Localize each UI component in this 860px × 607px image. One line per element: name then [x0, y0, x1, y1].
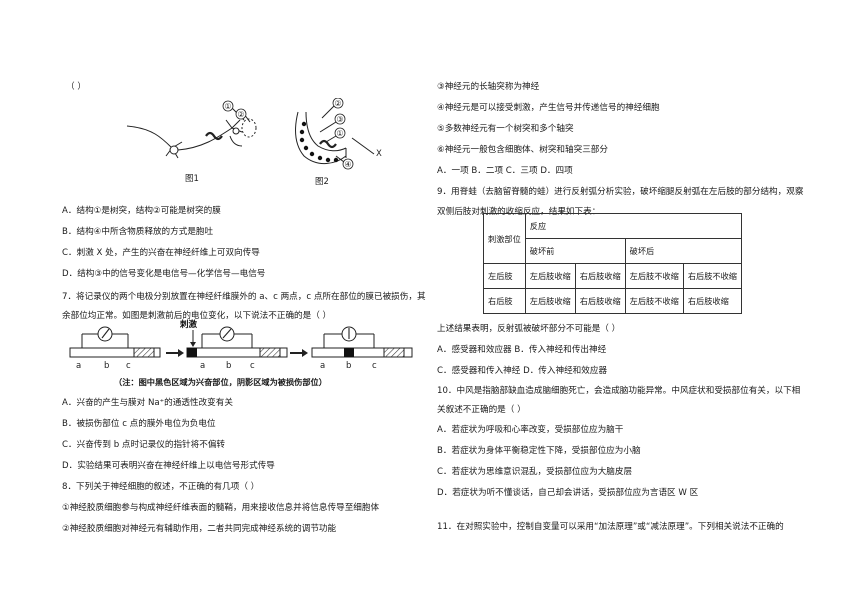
svg-text:c: c [126, 361, 131, 371]
q6-option-d: D．结构③中的信号变化是电信号—化学信号—电信号 [62, 269, 266, 279]
q8-item-4: ④神经元是可以接受刺激，产生信号并传递信号的神经细胞 [437, 103, 660, 113]
q8-item-5: ⑤多数神经元有一个树突和多个轴突 [437, 124, 574, 134]
svg-text:a: a [320, 361, 325, 371]
header-before: 破坏前 [524, 238, 626, 264]
table-cell: 左后肢收缩 [524, 263, 576, 289]
table-cell: 左后肢不收缩 [624, 263, 684, 289]
q9-stem-line2: 双侧后肢对刺激的收缩反应，结果如下表： [437, 207, 601, 217]
circle-label-4: ④ [344, 160, 351, 169]
q10-option-c: C．若症状为思维意识混乱，受损部位应为大脑皮层 [437, 467, 633, 477]
figure-2-vesicles [299, 121, 339, 163]
q10-option-a: A．若症状为呼吸和心率改变，受损部位应为脑干 [437, 425, 624, 435]
q10-option-d: D．若症状为听不懂谈话，自己却会讲话，受损部位应为言语区 W 区 [437, 488, 699, 498]
fiber-diagram-1: a b c [69, 326, 161, 371]
q8-options: A．一项 B．二项 C．三项 D．四项 [437, 166, 573, 176]
q7-stem-line2: 余部位均正常。如图是刺激前后的电位变化，以下说法不正确的是（ ） [62, 311, 332, 321]
figure-1-neuron [126, 107, 257, 159]
q10-option-b: B．若症状为身体平衡稳定性下降，受损部位应为小脑 [437, 446, 641, 456]
stimulus-label: 刺激 [179, 319, 198, 330]
svg-text:b: b [104, 361, 109, 371]
q8-item-6: ⑥神经元一般包含细胞体、树突和轴突三部分 [437, 145, 608, 155]
q6-option-b: B．结构④中所含物质释放的方式是胞吐 [62, 227, 214, 237]
svg-text:b: b [226, 361, 231, 371]
circle-label-2a: ② [237, 110, 244, 119]
figure-2-caption: 图2 [315, 177, 329, 187]
q9-stem-line1: 9．用脊蛙（去脑留脊髓的蛙）进行反射弧分析实验，破坏缩腿反射弧在左后肢的部分结构… [437, 187, 804, 197]
fiber-diagram-3: a b c [311, 326, 413, 371]
q8-item-3: ③神经元的长轴突称为神经 [437, 82, 540, 92]
table-cell: 右后肢收缩 [574, 263, 626, 289]
circle-label-1: ① [224, 102, 231, 111]
table-cell: 右后肢收缩 [574, 288, 626, 314]
q11-stem-line1: 11．在对照实验中，控制自变量可以采用“加法原理”或“减法原理”。下列相关说法不… [437, 522, 784, 532]
stimulus-point-x: X [376, 149, 382, 159]
q8-item-2: ②神经胶质细胞对神经元有辅助作用，二者共同完成神经系统的调节功能 [62, 524, 337, 534]
svg-text:b: b [346, 361, 351, 371]
table-cell: 右后肢收缩 [682, 288, 742, 314]
q7-figure-note: （注：图中黑色区域为兴奋部位，阴影区域为被损伤部位） [114, 377, 327, 387]
arrow-2-icon [290, 349, 308, 357]
figure-1-caption: 图1 [185, 174, 199, 184]
q7-option-a: A．兴奋的产生与膜对 Na⁺的通透性改变有关 [62, 398, 233, 408]
arrow-1-icon [166, 349, 184, 357]
q6-option-a: A．结构①是树突，结构②可能是树突的膜 [62, 206, 221, 216]
header-after: 破坏后 [624, 238, 742, 264]
fiber-diagram-2: 刺激 a b c [179, 319, 288, 371]
neuron-figure: ① ② 图1 ② [126, 98, 382, 187]
potential-figure: a b c 刺激 a b c [69, 319, 413, 371]
table-row: 左后肢 左后肢收缩 右后肢收缩 左后肢不收缩 右后肢不收缩 [483, 263, 742, 289]
table-row: 破坏前 破坏后 [484, 238, 742, 264]
svg-text:a: a [76, 361, 81, 371]
circle-label-1b: ① [336, 129, 343, 138]
reflex-result-table: 刺激部位 反应 破坏前 破坏后 左后肢 左后肢收缩 右后肢收缩 左后肢不收缩 右… [483, 213, 742, 314]
q8-item-1: ①神经胶质细胞参与构成神经纤维表面的髓鞘，用来接收信息并将信息传导至细胞体 [62, 503, 380, 513]
figure-1-labels: ① ② [222, 100, 247, 120]
table-row: 刺激部位 反应 [483, 213, 742, 264]
figure-2-labels: ② ③ ① ④ X [332, 98, 382, 170]
svg-text:a: a [200, 361, 205, 371]
q9-options-cd: C．感受器和传入神经 D．传入神经和效应器 [437, 366, 608, 376]
table-cell: 右后肢 [483, 288, 526, 314]
header-stimulus-part: 刺激部位 [483, 213, 526, 264]
q9-options-ab: A．感受器和效应器 B．传入神经和传出神经 [437, 345, 607, 355]
q10-stem-line1: 10．中风是指脑部缺血造成脑细胞死亡，会造成脑功能异常。中风症状和受损部位有关，… [437, 386, 801, 396]
q7-stem-line1: 7．将记录仪的两个电极分别放置在神经纤维膜外的 a、c 两点，c 点所在部位的膜… [62, 292, 426, 302]
table-cell: 右后肢不收缩 [682, 263, 742, 289]
q8-stem: 8．下列关于神经细胞的叙述，不正确的有几项（ ） [62, 482, 260, 492]
circle-label-3: ③ [336, 115, 343, 124]
q7-option-d: D．实验结果可表明兴奋在神经纤维上以电信号形式传导 [62, 461, 275, 471]
table-cell: 左后肢不收缩 [624, 288, 684, 314]
q10-stem-line2: 关叙述不正确的是（ ） [437, 405, 526, 415]
svg-text:c: c [372, 361, 377, 371]
table-cell: 左后肢收缩 [524, 288, 576, 314]
q7-option-c: C．兴奋传到 b 点时记录仪的指针将不偏转 [62, 440, 226, 450]
figure-2-synapse [295, 105, 375, 164]
q6-option-c: C．刺激 X 处，产生的兴奋在神经纤维上可双向传导 [62, 248, 260, 258]
q9-question: 上述结果表明，反射弧被破坏部分不可能是（ ） [437, 324, 621, 334]
circle-label-2: ② [334, 99, 341, 108]
answer-blank: （ ） [66, 82, 86, 92]
table-cell: 左后肢 [483, 263, 526, 289]
q7-option-b: B．被损伤部位 c 点的膜外电位为负电位 [62, 419, 216, 429]
svg-text:c: c [250, 361, 255, 371]
header-reaction: 反应 [524, 213, 742, 239]
table-row: 右后肢 左后肢收缩 右后肢收缩 左后肢不收缩 右后肢收缩 [483, 288, 742, 314]
